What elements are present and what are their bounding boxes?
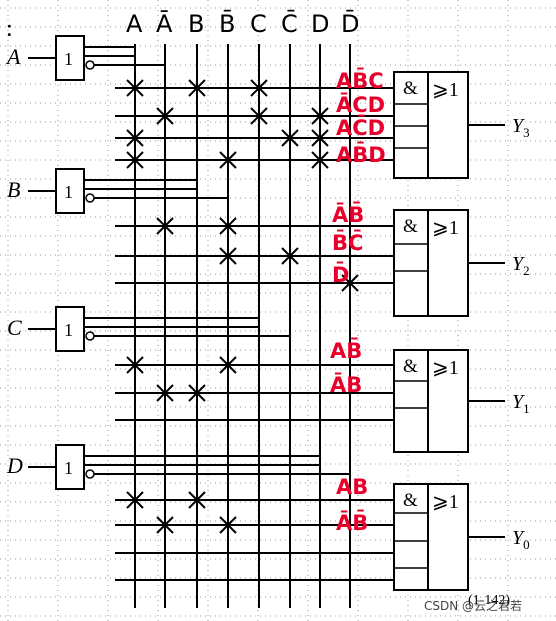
term-annotation: AB̄ <box>330 338 362 363</box>
connection-cross <box>219 217 237 235</box>
output-label: Y3 <box>512 115 530 140</box>
inverter-box <box>55 168 85 214</box>
connection-cross <box>188 384 206 402</box>
input-label-C: C <box>7 315 22 340</box>
term-annotation: AB̄C <box>336 68 384 93</box>
input-label-A: A <box>5 44 21 69</box>
column-label-3: B <box>188 10 204 38</box>
connection-cross <box>126 79 144 97</box>
or-gate-2 <box>427 349 469 453</box>
column-label-6: C̄ <box>281 9 298 38</box>
product-lines <box>115 87 394 581</box>
output-label: Y2 <box>512 253 530 278</box>
connection-cross <box>281 129 299 147</box>
connection-cross <box>341 274 359 292</box>
or-gate-3 <box>427 483 469 591</box>
term-annotation: ĀCD <box>336 92 385 117</box>
connection-marks <box>126 79 359 534</box>
connection-cross <box>126 129 144 147</box>
inversion-bubble <box>85 193 95 203</box>
and-symbol: & <box>403 216 418 237</box>
term-annotation: AB̄D <box>336 142 386 167</box>
connection-cross <box>188 79 206 97</box>
and-gate-2 <box>393 349 429 453</box>
or-symbol: ⩾1 <box>432 491 459 513</box>
column-label-2: Ā <box>156 9 173 38</box>
and-symbol: & <box>403 78 418 99</box>
column-label-8: D̄ <box>341 9 359 38</box>
connection-cross <box>156 217 174 235</box>
input-label-D: D <box>6 453 23 478</box>
input-label-B: B <box>7 177 20 202</box>
output-label: Y0 <box>512 527 530 552</box>
term-annotation: AB <box>336 475 368 499</box>
inversion-bubble <box>85 60 95 70</box>
term-annotation: ĀB̄ <box>332 202 364 227</box>
and-or-gates: &⩾1Y3&⩾1Y2&⩾1Y1&⩾1Y0 <box>393 71 530 591</box>
column-label-7: D <box>311 10 329 38</box>
term-annotation: ĀB <box>330 372 362 397</box>
or-symbol: ⩾1 <box>432 79 459 101</box>
inverter-box <box>55 444 85 490</box>
watermark: CSDN @云之君若 <box>424 599 522 613</box>
term-annotation: AC̄D <box>336 115 385 140</box>
and-symbol: & <box>403 490 418 511</box>
inverter-symbol: 1 <box>64 49 73 69</box>
top-marker-dot: : <box>6 16 13 42</box>
or-gate-0 <box>427 71 469 179</box>
term-annotation: ĀB̄ <box>336 510 368 535</box>
connection-cross <box>219 247 237 265</box>
and-symbol: & <box>403 356 418 377</box>
inverter-box <box>55 306 85 352</box>
inversion-bubble <box>85 469 95 479</box>
column-label-4: B̄ <box>219 9 235 38</box>
inverter-symbol: 1 <box>64 320 73 340</box>
connection-cross <box>126 151 144 169</box>
and-gate-1 <box>393 209 429 317</box>
connection-cross <box>156 384 174 402</box>
or-symbol: ⩾1 <box>432 217 459 239</box>
term-annotation: B̄C̄ <box>332 230 363 255</box>
column-label-1: A <box>126 10 143 38</box>
connection-cross <box>250 107 268 125</box>
connection-cross <box>156 107 174 125</box>
connection-cross <box>219 516 237 534</box>
inverter-symbol: 1 <box>64 182 73 202</box>
connection-cross <box>281 247 299 265</box>
connection-cross <box>156 516 174 534</box>
inverter-symbol: 1 <box>64 458 73 478</box>
column-label-5: C <box>250 10 267 38</box>
term-annotation: D̄ <box>332 262 349 287</box>
connection-cross <box>126 491 144 509</box>
connection-cross <box>126 356 144 374</box>
connection-cross <box>311 151 329 169</box>
connection-cross <box>250 79 268 97</box>
output-label: Y1 <box>512 391 530 416</box>
inverter-box <box>55 35 85 81</box>
connection-cross <box>219 151 237 169</box>
connection-cross <box>188 491 206 509</box>
figure-number: (1-142) <box>468 593 510 608</box>
inversion-bubble <box>85 331 95 341</box>
connection-cross <box>311 107 329 125</box>
or-symbol: ⩾1 <box>432 357 459 379</box>
connection-cross <box>311 129 329 147</box>
connection-cross <box>219 356 237 374</box>
